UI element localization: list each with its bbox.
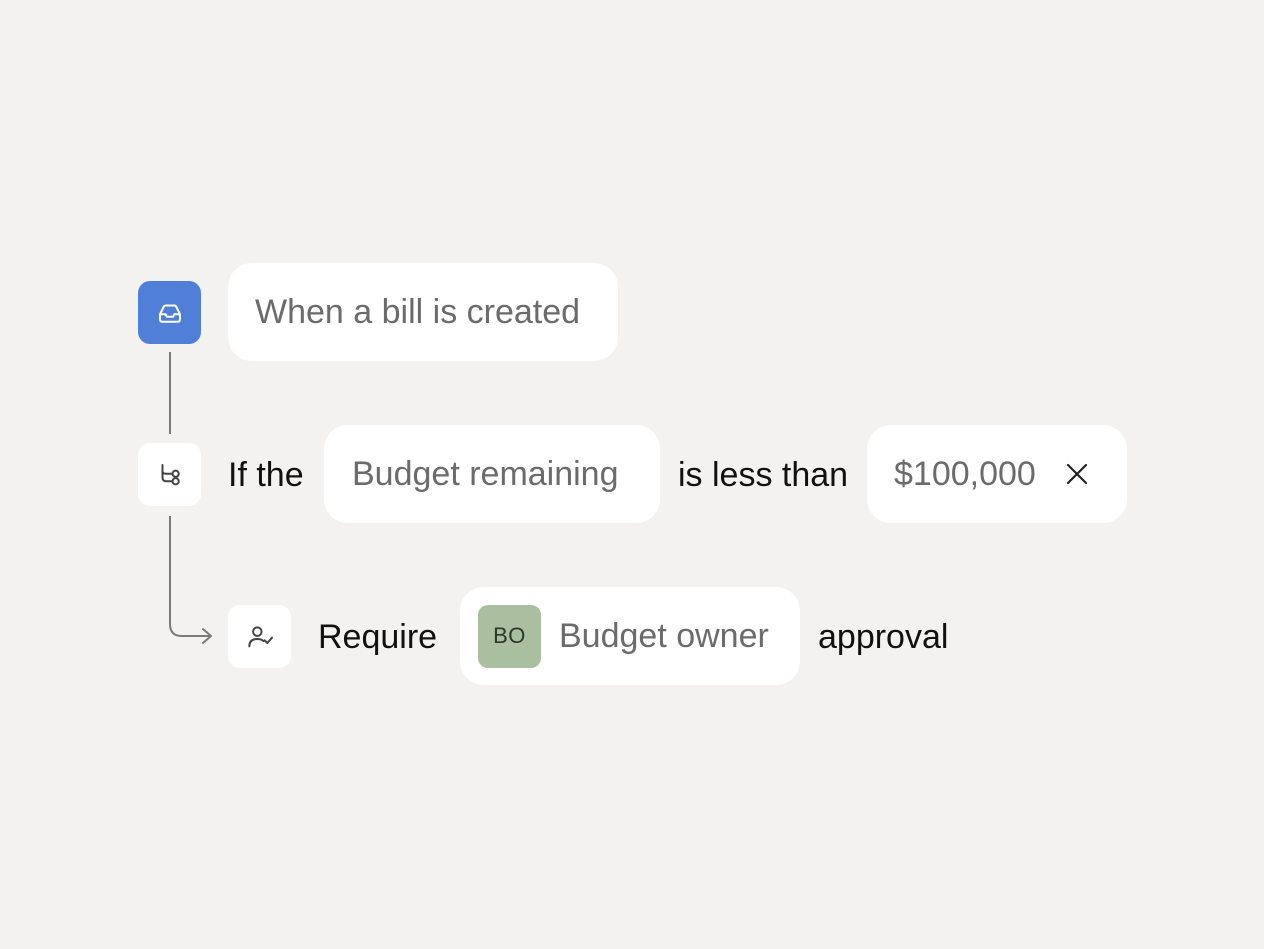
condition-step-icon[interactable] <box>138 443 201 506</box>
inbox-icon <box>158 304 181 323</box>
user-check-icon <box>247 625 273 647</box>
trigger-label: When a bill is created <box>255 292 581 331</box>
close-icon <box>1066 463 1087 485</box>
trigger-pill[interactable]: When a bill is created <box>228 263 618 361</box>
condition-value-label: $100,000 <box>894 454 1036 493</box>
condition-field-label: Budget remaining <box>352 454 619 493</box>
condition-field-pill[interactable]: Budget remaining <box>324 425 660 523</box>
approver-name: Budget owner <box>559 616 769 655</box>
action-step-icon[interactable] <box>228 605 291 668</box>
action-suffix: approval <box>818 618 949 656</box>
condition-value-pill[interactable]: $100,000 <box>867 425 1127 523</box>
action-verb: Require <box>318 618 438 656</box>
approver-pill[interactable]: BO Budget owner <box>460 587 800 685</box>
condition-prefix: If the <box>228 456 304 494</box>
remove-condition-button[interactable] <box>1062 459 1092 489</box>
branch-icon <box>161 463 180 485</box>
trigger-step-icon[interactable] <box>138 281 201 344</box>
condition-operator: is less than <box>678 456 849 494</box>
approver-avatar: BO <box>478 604 541 668</box>
